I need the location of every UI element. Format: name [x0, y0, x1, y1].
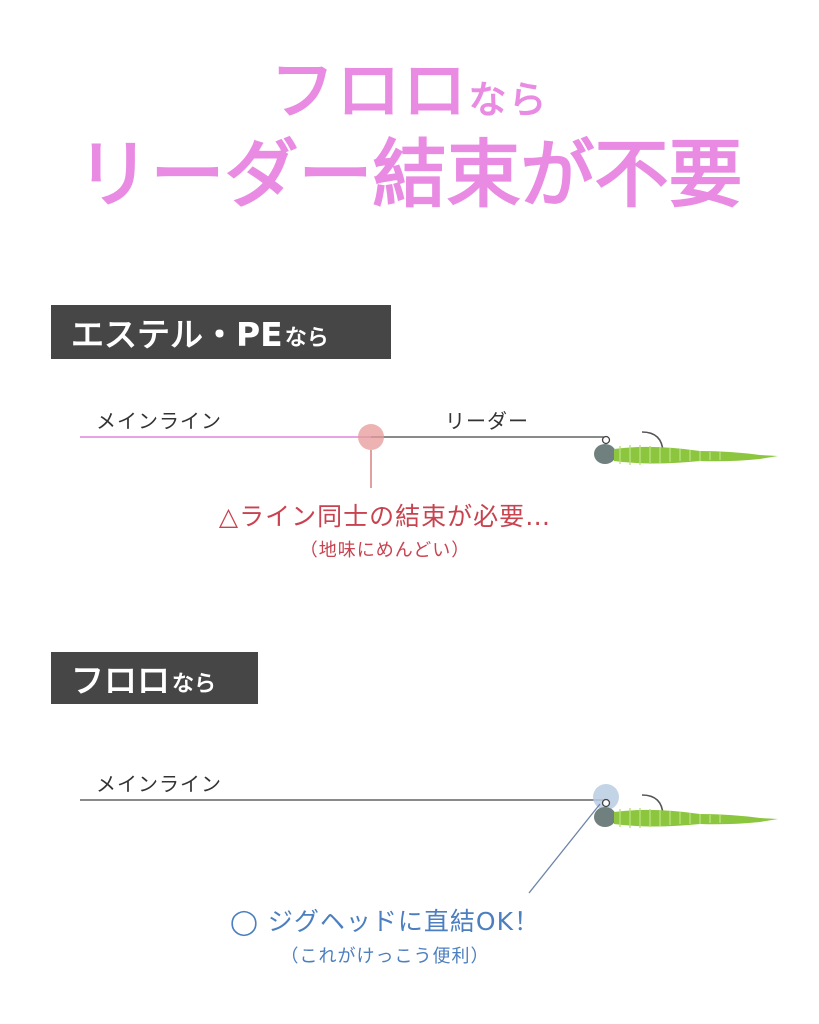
- knot-required-message: △ライン同士の結束が必要…: [218, 502, 552, 531]
- direct-knot-pointer-line: [528, 803, 601, 894]
- section-label-small: なら: [284, 326, 329, 351]
- knot-circle-icon: [358, 424, 384, 450]
- page-title-line2: リーダー結束が不要: [76, 132, 743, 218]
- jighead-lure-icon-b: [594, 794, 778, 828]
- direct-tie-submessage: （これがけっこう便利）: [280, 946, 490, 967]
- jighead-lure-icon-a: [594, 431, 778, 465]
- main-line-label-a: メインライン: [96, 409, 222, 433]
- section-label-main: エステル・PE: [71, 315, 283, 354]
- direct-tie-message: ◯ ジグヘッドに直結OK！: [230, 907, 540, 936]
- jighead-eye-icon: [601, 435, 611, 445]
- main-line-label-b: メインライン: [96, 772, 222, 796]
- page-title-line1: フロロなら: [0, 52, 819, 140]
- jighead-eye-icon: [601, 798, 611, 808]
- title-small-text: なら: [468, 78, 549, 122]
- section-label-fluoro: フロロなら: [51, 652, 258, 704]
- leader-label: リーダー: [445, 409, 529, 433]
- direct-knot-circle-icon: [593, 784, 619, 810]
- section-label-main: フロロ: [71, 661, 170, 700]
- title-main-text: フロロ: [270, 55, 469, 129]
- knot-required-submessage: （地味にめんどい）: [299, 540, 471, 561]
- section-label-small: なら: [172, 672, 217, 697]
